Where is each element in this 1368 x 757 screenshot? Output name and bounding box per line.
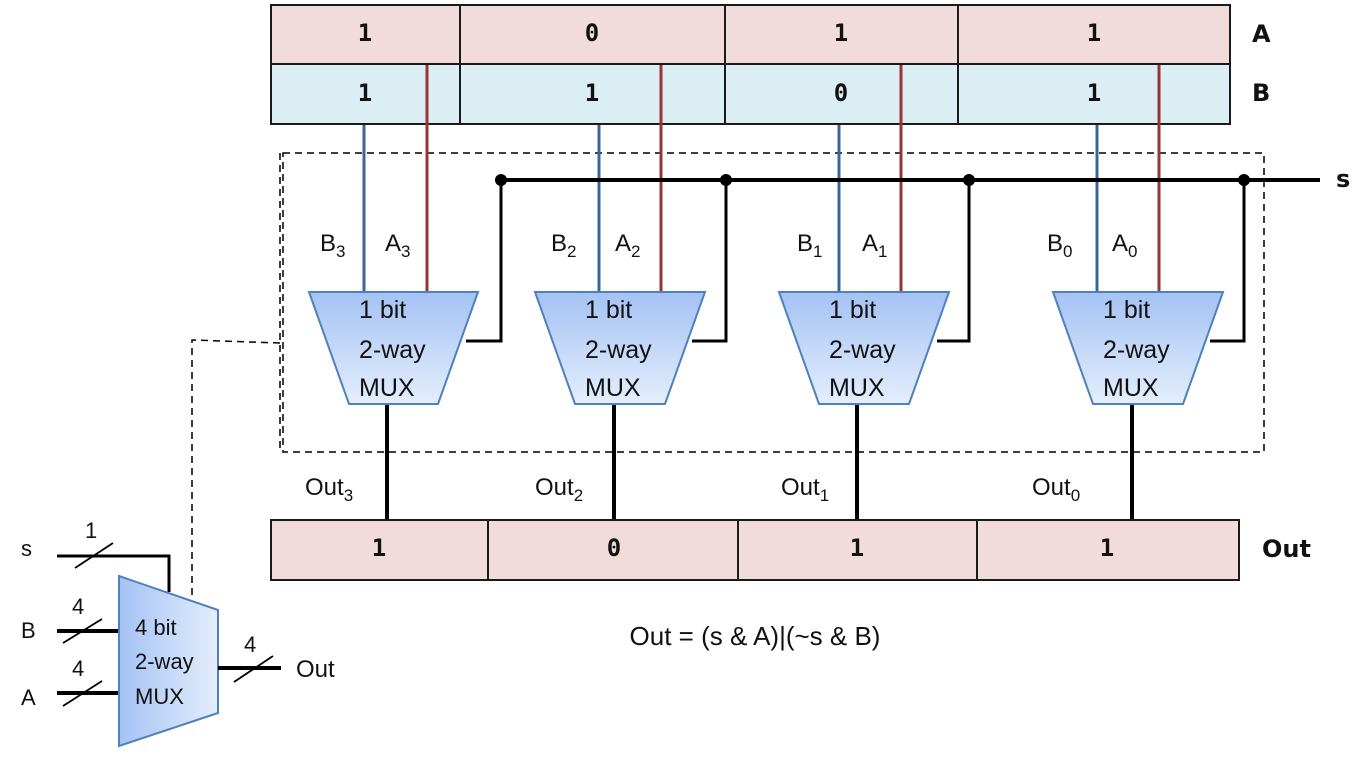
register-b-bit-2-cell	[459, 63, 726, 125]
register-a-bit-2-cell	[459, 4, 726, 65]
summary-out-bus-slash	[233, 655, 274, 683]
mux-2-body	[533, 291, 707, 405]
summary-s-width: 1	[85, 518, 97, 543]
select-tap-3	[466, 180, 503, 343]
register-b-bit-2: 1	[585, 79, 599, 107]
summary-b-width: 4	[72, 594, 84, 619]
register-b: 1 1 0 1 B	[270, 63, 1270, 125]
mux-0-line3: MUX	[1103, 374, 1159, 402]
mux-3-line2: 2-way	[359, 336, 426, 364]
summary-s-label: s	[21, 536, 32, 561]
out2-label: Out2	[535, 474, 583, 505]
register-out-bit-3-cell	[270, 519, 489, 581]
summary-mux: s 1 B 4 A 4 4 bit 2-way MUX 4 Out	[21, 518, 335, 748]
summary-a-label: A	[21, 685, 36, 710]
register-a-bit-0: 1	[1087, 19, 1101, 47]
mux-3-a-label: A3	[385, 230, 410, 261]
out1-label: Out1	[781, 474, 829, 505]
summary-mux-line2: 2-way	[135, 649, 194, 674]
register-out-bit-0: 1	[1100, 534, 1114, 562]
mux-bit-1: 1 bit 2-way MUX B1 A1	[777, 230, 951, 405]
mux-0-b-label: B0	[1047, 230, 1072, 261]
summary-mux-line3: MUX	[135, 684, 184, 709]
register-out-bit-2: 0	[607, 534, 621, 562]
register-b-label: B	[1252, 79, 1270, 107]
mux-2-b-label: B2	[551, 230, 576, 261]
summary-a-width: 4	[72, 656, 84, 681]
mux-1-line3: MUX	[829, 374, 885, 402]
mux-bit-2: 1 bit 2-way MUX B2 A2	[533, 230, 707, 405]
expansion-callout-line	[191, 339, 281, 600]
select-tap-1	[937, 180, 971, 343]
register-a-bit-3: 1	[358, 19, 372, 47]
register-a-bit-2: 0	[585, 19, 599, 47]
register-out: 1 0 1 1 Out	[270, 519, 1311, 581]
mux-3-line3: MUX	[359, 374, 415, 402]
select-label: s	[1336, 165, 1350, 193]
mux-1-a-label: A1	[862, 230, 887, 261]
register-out-bit-1-cell	[737, 519, 978, 581]
mux-1-body	[777, 291, 951, 405]
mux-2-line2: 2-way	[585, 336, 652, 364]
mux-3-line1: 1 bit	[359, 296, 406, 324]
summary-b-bus-slash	[62, 618, 103, 644]
register-a: 1 0 1 1 A	[270, 4, 1271, 65]
mux-bit-0: 1 bit 2-way MUX B0 A0	[1047, 230, 1225, 405]
summary-a-bus-slash	[62, 680, 103, 707]
mux-0-body	[1051, 291, 1225, 405]
out0-label: Out0	[1032, 474, 1080, 505]
mux-0-line2: 2-way	[1103, 336, 1170, 364]
register-b-bit-0-cell	[957, 63, 1231, 125]
mux-2-line1: 1 bit	[585, 296, 632, 324]
register-a-bit-0-cell	[957, 4, 1231, 65]
summary-mux-body	[118, 574, 219, 748]
register-b-bit-1: 0	[834, 79, 848, 107]
register-out-bit-0-cell	[976, 519, 1240, 581]
summary-mux-line1: 4 bit	[135, 615, 177, 640]
summary-out-label: Out	[296, 656, 335, 683]
out3-label: Out3	[305, 474, 353, 505]
register-out-bit-3: 1	[372, 534, 386, 562]
mux-2-line3: MUX	[585, 374, 641, 402]
register-b-bit-3: 1	[358, 79, 372, 107]
register-out-label: Out	[1262, 535, 1311, 563]
mux-array-boundary	[282, 152, 1265, 453]
mux-bit-3: 1 bit 2-way MUX B3 A3	[307, 230, 480, 405]
select-tap-2	[692, 180, 728, 343]
mux-1-line1: 1 bit	[829, 296, 876, 324]
summary-b-label: B	[21, 618, 36, 643]
mux-2-a-label: A2	[615, 230, 640, 261]
register-a-label: A	[1252, 20, 1271, 48]
register-out-bit-1: 1	[850, 534, 864, 562]
register-a-bit-1-cell	[724, 4, 959, 65]
mux-0-a-label: A0	[1112, 230, 1137, 261]
mux-3-body	[307, 291, 480, 405]
register-out-bit-2-cell	[487, 519, 739, 581]
mux-1-b-label: B1	[797, 230, 822, 261]
register-b-bit-0: 1	[1087, 79, 1101, 107]
mux-formula: Out = (s & A)|(~s & B)	[630, 621, 881, 651]
mux-1-line2: 2-way	[829, 336, 896, 364]
summary-s-bus-slash	[74, 542, 114, 569]
mux-0-line1: 1 bit	[1103, 296, 1150, 324]
mux-3-b-label: B3	[320, 230, 345, 261]
register-a-bit-1: 1	[834, 19, 848, 47]
summary-out-width: 4	[244, 632, 256, 657]
select-tap-0	[1210, 180, 1246, 343]
register-b-bit-1-cell	[724, 63, 959, 125]
register-a-bit-3-cell	[270, 4, 461, 65]
